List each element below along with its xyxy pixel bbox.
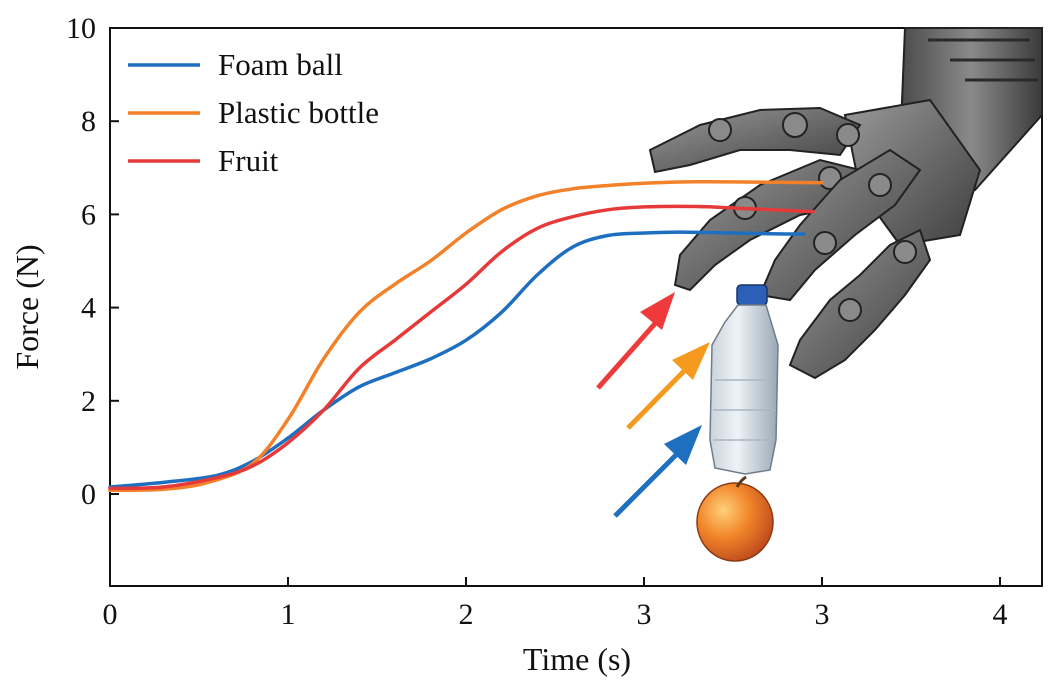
apple-illustration	[696, 475, 774, 562]
y-tick-label: 2	[81, 385, 96, 418]
series-line-fruit	[108, 204, 815, 491]
x-tick-label: 2	[459, 598, 474, 631]
legend-label: Fruit	[218, 143, 279, 178]
x-tick-label: 4	[993, 598, 1008, 631]
blue-arrow-icon	[613, 425, 702, 518]
y-tick-label: 4	[81, 292, 96, 325]
series-line-foam-ball	[108, 230, 806, 489]
y-tick-label: 10	[66, 12, 96, 45]
plastic-bottle-illustration	[709, 284, 779, 475]
legend-label: Plastic bottle	[218, 95, 379, 130]
x-tick-label: 3	[637, 598, 652, 631]
force-arrows	[596, 292, 710, 518]
orange-arrow-icon	[626, 342, 710, 430]
x-tick-label: 1	[281, 598, 296, 631]
red-arrow-icon	[596, 292, 675, 390]
x-tick-label: 0	[103, 598, 118, 631]
y-axis-title: Force (N)	[9, 244, 45, 369]
y-tick-label: 0	[81, 478, 96, 511]
y-axis-ticks: 0 2 4 6 8 10	[66, 12, 119, 511]
robot-hand-illustration	[648, 27, 1043, 380]
y-tick-label: 6	[81, 198, 96, 231]
legend-label: Foam ball	[218, 47, 343, 82]
x-axis-title: Time (s)	[523, 641, 631, 677]
x-tick-label: 3	[815, 598, 830, 631]
series-layer	[108, 180, 824, 493]
x-axis-ticks: 0 1 2 3 3 4	[103, 577, 1008, 631]
y-tick-label: 8	[81, 105, 96, 138]
